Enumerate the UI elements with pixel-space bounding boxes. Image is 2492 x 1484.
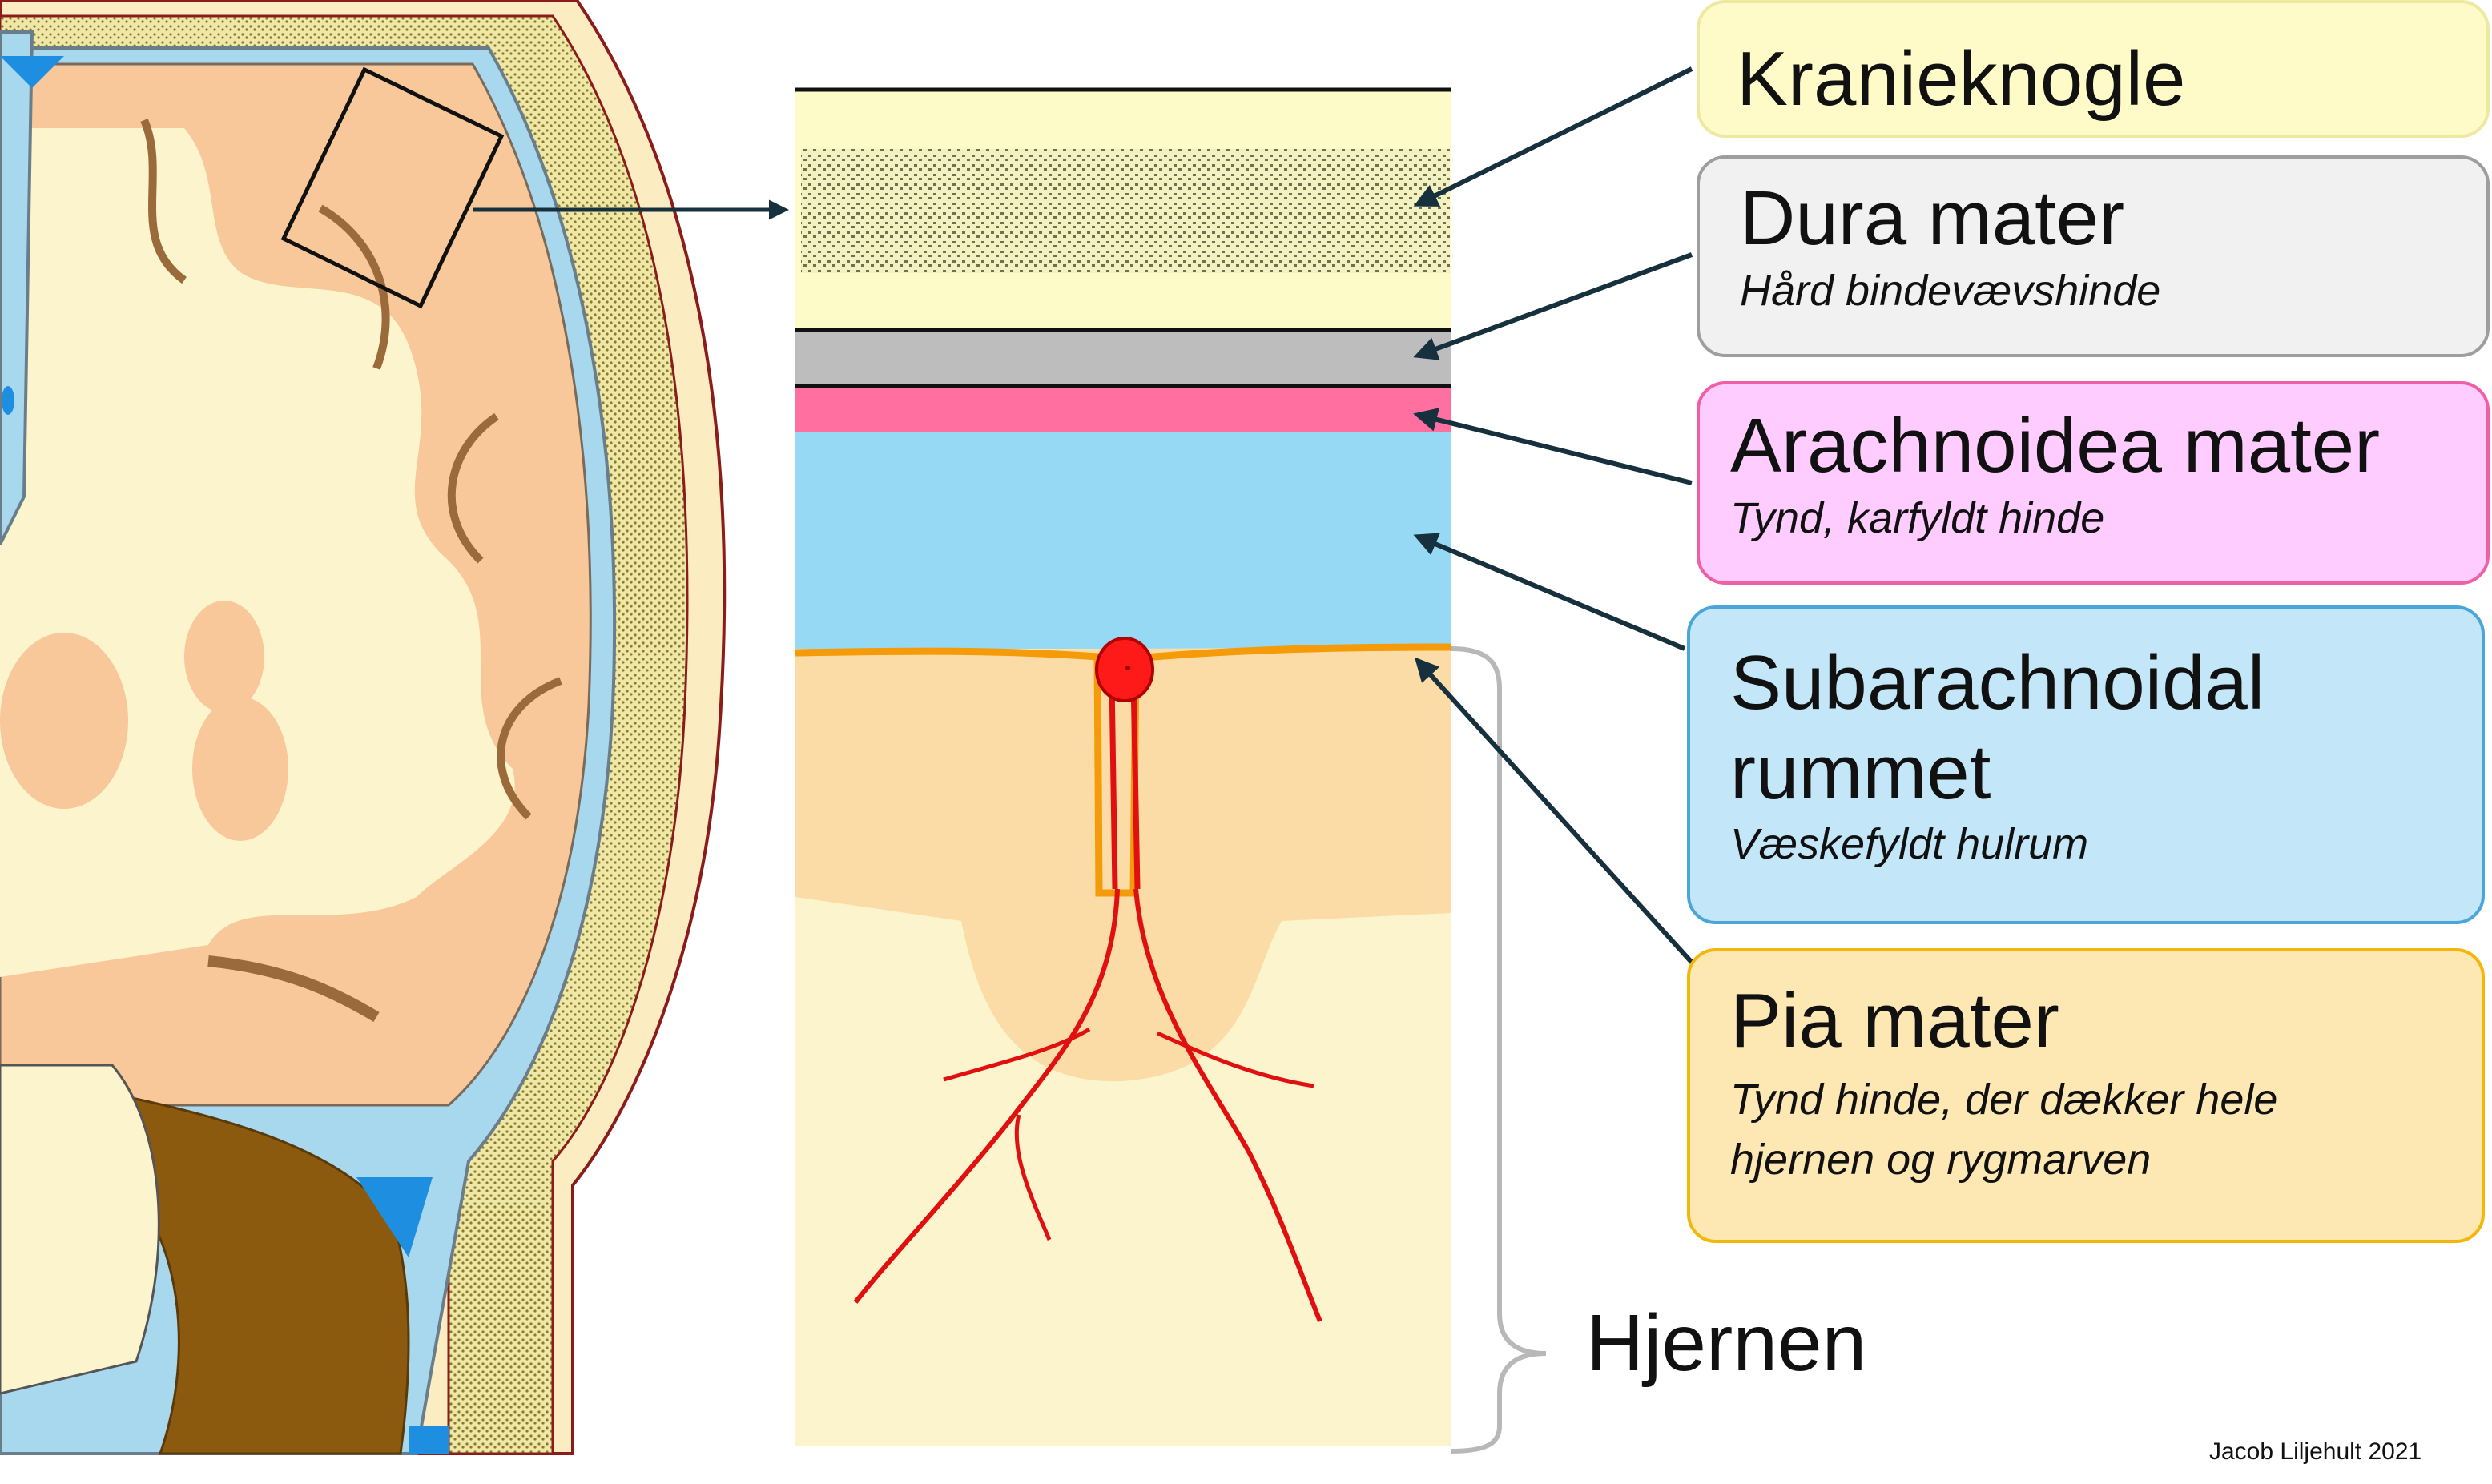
vessel-branch <box>1156 1031 1314 1088</box>
sinus <box>409 1426 449 1454</box>
arachnoidea-title: Arachnoidea mater <box>1730 403 2381 489</box>
pointer-arrows <box>1413 66 1697 967</box>
label-subarachnoidal-rummet: Subarachnoidal rummet Væskefyldt hulrum <box>1687 605 2485 924</box>
vessel-branch <box>943 1027 1091 1082</box>
label-kranieknogle: Kranieknogle <box>1697 0 2490 138</box>
vessel-branch <box>1014 1114 1052 1241</box>
basal-ganglia <box>184 601 264 713</box>
author-credit: Jacob Liljehult 2021 <box>2209 1438 2422 1465</box>
arachnoid-layer <box>795 386 1451 432</box>
kranieknogle-title: Kranieknogle <box>1737 36 2186 122</box>
dura-subtitle: Hård bindevævshinde <box>1740 266 2161 315</box>
subarachnoidal-subtitle: Væskefyldt hulrum <box>1730 820 2089 869</box>
basal-ganglia <box>192 697 288 841</box>
temporal-lobe <box>0 1064 160 1395</box>
arrow-subarachnoidal <box>1413 533 1686 651</box>
hjernen-brace <box>1451 646 1547 1454</box>
blood-vessel-cross-section <box>1095 637 1154 702</box>
sulcus <box>497 677 562 820</box>
penetrating-vessel <box>1109 680 1118 890</box>
arrow-kranieknogle <box>1413 66 1693 207</box>
ventricle <box>0 30 34 545</box>
sulcus <box>207 955 380 1023</box>
label-arachnoidea-mater: Arachnoidea mater Tynd, karfyldt hinde <box>1697 381 2490 585</box>
arachnoidea-subtitle: Tynd, karfyldt hinde <box>1730 493 2105 542</box>
cortex-tissue <box>795 647 1451 1082</box>
pia-title: Pia mater <box>1730 978 2059 1064</box>
vessel-branch <box>853 888 1120 1304</box>
dura-title: Dura mater <box>1740 175 2125 261</box>
sulcus <box>447 412 499 564</box>
subarachnoid-space <box>795 432 1451 653</box>
pia-subtitle-line1: Tynd hinde, der dækker hele <box>1730 1075 2278 1124</box>
sinus <box>356 1177 433 1257</box>
sulcus <box>318 204 390 370</box>
skull-diploe <box>801 149 1450 273</box>
cerebellum <box>127 1096 410 1455</box>
pia-subtitle-line2: hjernen og rygmarven <box>1730 1136 2152 1184</box>
arrow-pia <box>1414 657 1697 967</box>
sinus <box>0 56 64 88</box>
sulcus <box>140 119 187 284</box>
vessel-lumen-dot <box>1125 666 1130 670</box>
hjernen-label: Hjernen <box>1586 1298 1867 1388</box>
basal-ganglia <box>0 633 128 809</box>
label-pia-mater: Pia mater Tynd hinde, der dækker hele hj… <box>1687 948 2485 1243</box>
penetrating-vessel <box>1130 680 1141 890</box>
subarachnoidal-title-line2: rummet <box>1730 729 1991 815</box>
layer-column <box>795 87 1547 1454</box>
label-dura-mater: Dura mater Hård bindevævshinde <box>1697 155 2490 357</box>
arrow-arachnoidea <box>1413 408 1693 485</box>
brain-cross-section <box>0 0 789 1455</box>
arrow-dura <box>1413 252 1693 360</box>
vessel-branch <box>1133 888 1322 1323</box>
sinus <box>2 386 14 415</box>
zoom-indicator-box <box>280 66 505 309</box>
subarachnoidal-title-line1: Subarachnoidal <box>1730 640 2265 726</box>
dura-layer <box>795 328 1451 386</box>
